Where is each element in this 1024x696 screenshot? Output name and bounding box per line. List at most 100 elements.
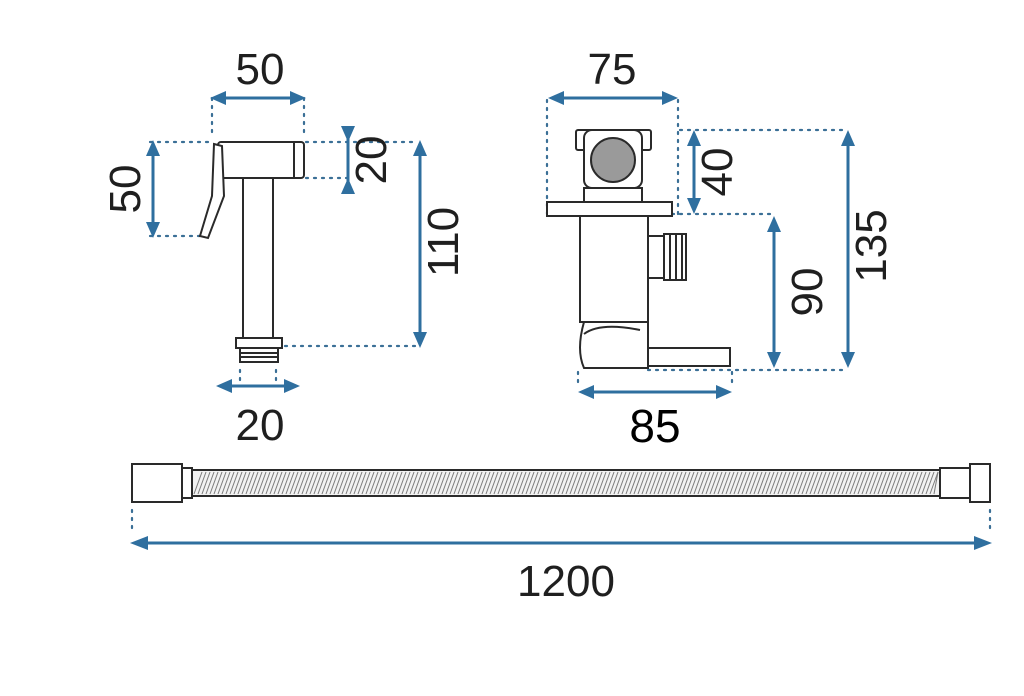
hose-rib: [241, 471, 251, 495]
hose-rib: [365, 471, 375, 495]
hose-rib: [761, 471, 771, 495]
hose-rib: [325, 471, 335, 495]
hose-rib: [781, 471, 791, 495]
hose-rib: [337, 471, 347, 495]
hose-rib: [737, 471, 747, 495]
hose-rib: [913, 471, 923, 495]
hose-rib: [625, 471, 635, 495]
hose-rib: [529, 471, 539, 495]
hose-rib: [193, 471, 203, 495]
hose-rib: [817, 471, 827, 495]
hose-rib: [265, 471, 275, 495]
arrow-head: [687, 130, 701, 146]
hose-rib: [717, 471, 727, 495]
hose-rib: [533, 471, 543, 495]
sprayer-head: [217, 141, 305, 179]
hose-rib: [449, 471, 459, 495]
hose-rib: [521, 471, 531, 495]
hose-collar-left: [181, 467, 193, 499]
arrow-head: [413, 332, 427, 348]
hose-rib: [933, 471, 939, 495]
hose-rib: [293, 471, 303, 495]
hose-rib: [257, 471, 267, 495]
hose-rib: [541, 471, 551, 495]
hose-rib: [281, 471, 291, 495]
hose-rib: [285, 471, 295, 495]
hose-rib: [201, 471, 211, 495]
hose-rib: [321, 471, 331, 495]
sprayer-lever: [198, 142, 226, 240]
hose-rib: [641, 471, 651, 495]
hose-rib: [289, 471, 299, 495]
arrow-head: [290, 91, 306, 105]
dim-label-sprayer-left-height: 50: [101, 165, 150, 214]
hose-rib: [273, 471, 283, 495]
hose-rib: [657, 471, 667, 495]
valve-knob-circle: [590, 137, 636, 183]
arrow-head: [146, 140, 160, 156]
sprayer-thread: [239, 347, 279, 363]
hose-rib: [733, 471, 743, 495]
arrow-head: [341, 178, 355, 194]
hose-rib: [801, 471, 811, 495]
hose-rib: [709, 471, 719, 495]
valve-body: [579, 215, 649, 323]
dim-label-sprayer-thread: 20: [236, 401, 285, 450]
hose-rib: [329, 471, 339, 495]
hose-rib: [389, 471, 399, 495]
hose-rib: [205, 471, 215, 495]
hose-rib: [405, 471, 415, 495]
hose-rib: [713, 471, 723, 495]
dim-label-valve-plate-width: 75: [588, 45, 637, 94]
hose-rib: [469, 471, 479, 495]
hose-rib: [197, 471, 207, 495]
hose-rib: [893, 471, 903, 495]
valve-spout: [647, 347, 731, 367]
hose-rib: [909, 471, 919, 495]
hose-rib: [245, 471, 255, 495]
hose-rib: [237, 471, 247, 495]
hose-rib: [653, 471, 663, 495]
hose-rib: [381, 471, 391, 495]
dim-label-sprayer-total-height: 110: [419, 207, 468, 277]
hose-rib: [865, 471, 875, 495]
hose-rib: [661, 471, 671, 495]
hose-rib: [397, 471, 407, 495]
hose-rib: [497, 471, 507, 495]
hose-rib: [253, 471, 263, 495]
hose-rib: [829, 471, 839, 495]
arrow-head: [974, 536, 992, 550]
hose-rib: [601, 471, 611, 495]
hose-rib: [209, 471, 219, 495]
hose-rib: [825, 471, 835, 495]
hose-rib: [453, 471, 463, 495]
hose-rib: [701, 471, 711, 495]
hose-rib: [229, 471, 239, 495]
hose-rib: [317, 471, 327, 495]
hose-rib: [225, 471, 235, 495]
arrow-head: [210, 91, 226, 105]
dim-label-hose-length: 1200: [517, 557, 615, 606]
arrow-head: [578, 385, 594, 399]
hose-rib: [269, 471, 279, 495]
arrow-head: [413, 140, 427, 156]
hose-rib: [797, 471, 807, 495]
arrow-head: [687, 198, 701, 214]
hose-rib: [525, 471, 535, 495]
hose-rib: [437, 471, 447, 495]
hose-rib: [581, 471, 591, 495]
hose-rib: [413, 471, 423, 495]
hose-rib: [341, 471, 351, 495]
hose-rib: [869, 471, 879, 495]
valve-bottom-body: [579, 321, 649, 369]
hose-rib: [697, 471, 707, 495]
arrow-head: [716, 385, 732, 399]
hose-rib: [705, 471, 715, 495]
hose-rib: [669, 471, 679, 495]
hose-rib: [809, 471, 819, 495]
hose-rib: [729, 471, 739, 495]
hose-rib: [217, 471, 227, 495]
hose-rib: [873, 471, 883, 495]
